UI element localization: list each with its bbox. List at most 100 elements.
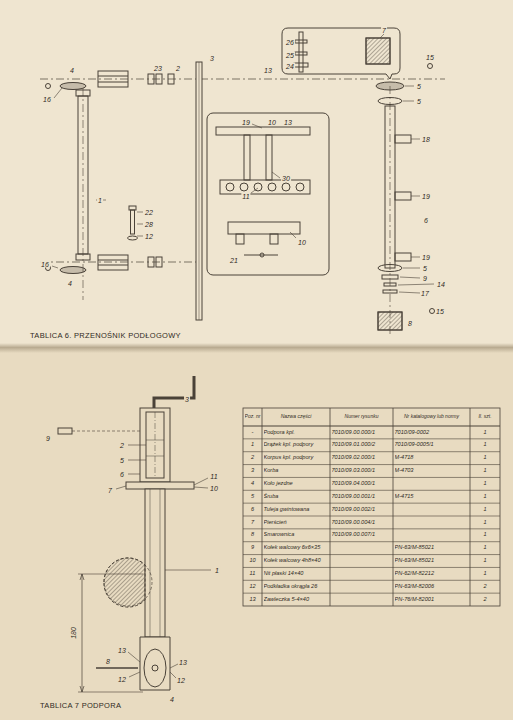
callout-number: 14 — [436, 281, 446, 288]
table-cell: Drążek kpl. podpory — [264, 439, 329, 451]
table-cell: Zawleczka 5-4×40 — [264, 594, 329, 606]
callout-number: 13 — [283, 119, 293, 126]
callout-number: 4 — [67, 280, 73, 287]
table-rule — [243, 503, 500, 504]
table-cell: 2 — [245, 452, 261, 464]
table-cell: 1 — [472, 427, 499, 439]
table-header: Nr katalogowy lub normy — [395, 409, 469, 426]
table-cell: 1 — [472, 529, 499, 541]
callout-number: 5 — [119, 457, 125, 464]
table-cell: 1 — [472, 439, 499, 451]
table-cell: Tuleja gwintowana — [264, 504, 329, 516]
table-cell: 10 — [245, 555, 261, 567]
callout-number: 9 — [422, 275, 428, 282]
callout-number: 13 — [178, 659, 188, 666]
table-header: Il. szt. — [472, 409, 499, 426]
callout-number: 21 — [229, 257, 239, 264]
table-cell: 1 — [472, 478, 499, 490]
callout-number: 5 — [422, 265, 428, 272]
callout-number: 19 — [421, 254, 431, 261]
table-rule — [243, 554, 500, 555]
table-cell: Kołek walcowy 4h8×40 — [264, 555, 329, 567]
callout-number: 6 — [119, 471, 125, 478]
table-rule — [243, 528, 500, 529]
callout-number: 5 — [416, 98, 422, 105]
table-cell: 7010/09.00.001/1 — [332, 491, 392, 503]
callout-number: 13 — [263, 67, 273, 74]
callout-number: 11 — [241, 193, 250, 200]
table-cell: 1 — [472, 452, 499, 464]
table-rule — [243, 451, 500, 452]
callout-number: 15 — [425, 54, 435, 61]
table-cell: 11 — [245, 568, 261, 580]
table-rule — [262, 408, 263, 606]
table-cell: 7010/09.00.000/1 — [332, 427, 392, 439]
callout-number: 26 — [285, 39, 295, 46]
callout-number: 5 — [416, 83, 422, 90]
plate-caption: TABLICA 6. PRZENOŚNIK PODŁOGOWY — [30, 332, 181, 340]
table-rule — [243, 464, 500, 465]
table-cell: 7010/09-0002 — [395, 427, 469, 439]
table-header: Numer rysunku — [332, 409, 392, 426]
table-rule — [243, 580, 500, 581]
callout-number: 19 — [241, 119, 251, 126]
callout-number: 15 — [435, 308, 445, 315]
table-cell: Korpus kpl. podpory — [264, 452, 329, 464]
table-rule — [243, 438, 500, 439]
callout-number: 24 — [285, 63, 295, 70]
table-cell: Pierścień — [264, 517, 329, 529]
callout-number: 22 — [144, 209, 154, 216]
callout-number: 10 — [267, 119, 277, 126]
callout-number: 16 — [42, 96, 52, 103]
table-cell: 5 — [245, 491, 261, 503]
callout-number: 7 — [107, 487, 113, 494]
callout-number: 4 — [169, 696, 175, 703]
callout-number: 2 — [119, 442, 125, 449]
callout-number: 18 — [421, 136, 431, 143]
table-rule — [243, 541, 500, 542]
table-rule — [243, 477, 500, 478]
callout-number: 12 — [176, 677, 186, 684]
table-cell: 3 — [245, 465, 261, 477]
dimension-label: 180 — [70, 626, 77, 640]
table-cell: 7 — [245, 517, 261, 529]
table-rule — [243, 516, 500, 517]
table-cell: 1 — [472, 568, 499, 580]
callout-number: 1 — [97, 197, 103, 204]
callout-number: 9 — [45, 435, 51, 442]
callout-number: 23 — [153, 65, 163, 72]
table-cell: 8 — [245, 529, 261, 541]
table-cell: PN-63/M-82006 — [395, 581, 469, 593]
table-rule — [470, 408, 471, 606]
callout-number: 17 — [420, 290, 430, 297]
table-cell: 7010/09.04.000/1 — [332, 478, 392, 490]
plate-caption: TABLICA 7 PODPORA — [40, 702, 121, 710]
table-cell: 13 — [245, 594, 261, 606]
table-cell: Podpora kpl. — [264, 427, 329, 439]
table-rule — [243, 567, 500, 568]
table-rule — [243, 426, 500, 427]
table-cell: 1 — [245, 439, 261, 451]
callout-number: 16 — [40, 261, 50, 268]
callout-number: 10 — [297, 239, 307, 246]
callout-number: 10 — [209, 485, 219, 492]
callout-number: 1 — [214, 567, 220, 574]
table-cell: Kołek walcowy 6x6×35 — [264, 542, 329, 554]
callout-number: 3 — [209, 55, 215, 62]
table-cell: 9 — [245, 542, 261, 554]
table-rule — [393, 408, 394, 606]
table-rule — [243, 593, 500, 594]
table-cell: 1 — [472, 465, 499, 477]
callout-number: 13 — [117, 647, 127, 654]
table-cell: 7010/09.02.000/1 — [332, 452, 392, 464]
table-cell: Korba — [264, 465, 329, 477]
callout-number: 2 — [175, 65, 181, 72]
table-cell: PN-63/M-85021 — [395, 542, 469, 554]
table-cell: 7010/09.00.007/1 — [332, 529, 392, 541]
callout-number: 12 — [117, 676, 127, 683]
table-border — [243, 408, 500, 606]
callout-number: 6 — [423, 217, 429, 224]
callout-number: 3 — [184, 396, 190, 403]
